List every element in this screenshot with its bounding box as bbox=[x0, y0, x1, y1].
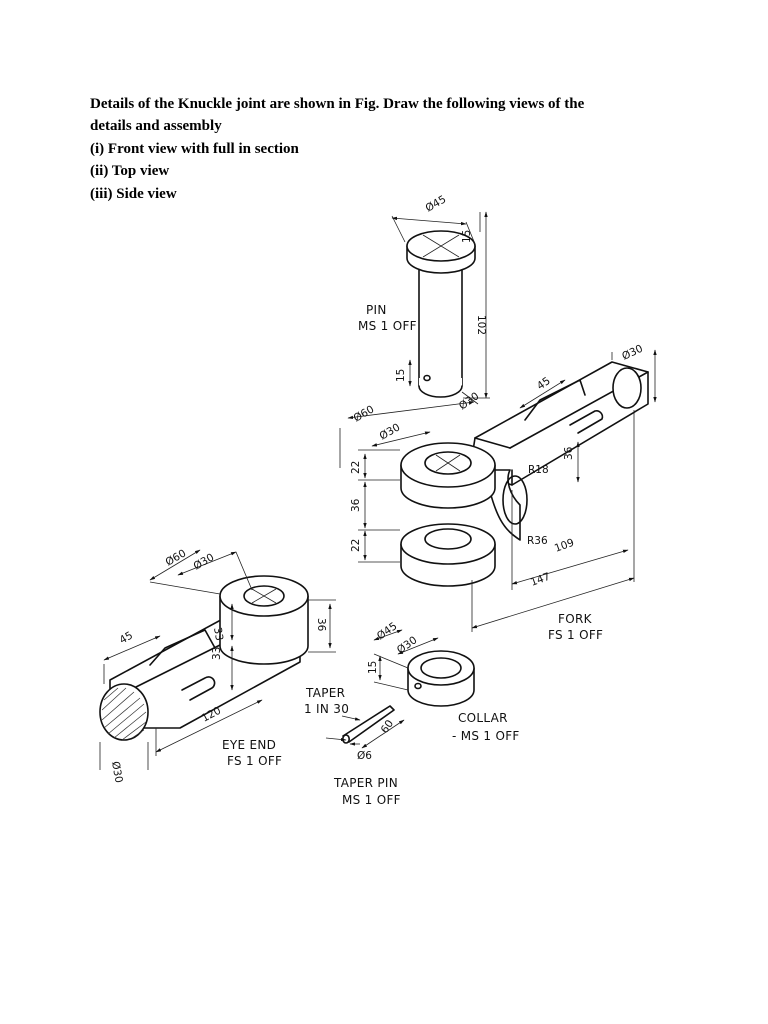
dim-fork-147: 147 bbox=[529, 571, 552, 589]
dim-eye-dia30: Ø30 bbox=[192, 551, 217, 572]
dim-fork-22-top: 22 bbox=[350, 461, 362, 474]
collar-part bbox=[373, 629, 475, 707]
instructions-item-top-view: (ii) Top view bbox=[90, 163, 170, 180]
dim-fork-r36: R36 bbox=[527, 535, 548, 547]
dim-eye-dia30-end: Ø30 bbox=[109, 760, 125, 783]
instructions-item-front-view: (i) Front view with full in section bbox=[90, 140, 299, 157]
dim-pin-head-height: 15 bbox=[461, 230, 473, 243]
pin-part bbox=[391, 211, 490, 405]
taper-pin-part bbox=[325, 705, 405, 749]
eye-end-section-hatch bbox=[101, 687, 147, 741]
dim-eye-dia60: Ø60 bbox=[164, 547, 189, 568]
dim-eye-45: 45 bbox=[118, 630, 136, 647]
dim-collar-15: 15 bbox=[367, 661, 379, 674]
label-collar: COLLAR bbox=[458, 711, 508, 725]
dim-pin-length: 102 bbox=[475, 315, 487, 335]
label-pin: PIN bbox=[366, 303, 387, 317]
dim-eye-33-bottom: 33 bbox=[211, 647, 223, 660]
dim-fork-36-gap: 36 bbox=[350, 498, 362, 512]
eye-end-part bbox=[99, 549, 336, 770]
dim-collar-dia30: Ø30 bbox=[395, 634, 420, 656]
dim-fork-36-rod: 36 bbox=[563, 446, 575, 460]
dim-fork-r18: R18 bbox=[528, 464, 549, 476]
label-collar-material: - MS 1 OFF bbox=[452, 729, 520, 743]
label-taper-ratio: 1 IN 30 bbox=[304, 702, 349, 716]
dim-fork-dia30-end: Ø30 bbox=[620, 343, 645, 363]
dim-pin-dia-shank: Ø30 bbox=[457, 390, 482, 412]
label-taper: TAPER bbox=[305, 686, 345, 700]
instructions-block: Details of the Knuckle joint are shown i… bbox=[90, 93, 690, 205]
label-fork-material: FS 1 OFF bbox=[548, 628, 603, 642]
dim-eye-33-top: 33 bbox=[211, 626, 225, 641]
label-pin-material: MS 1 OFF bbox=[358, 319, 417, 333]
dim-taper-pin-dia6: Ø6 bbox=[357, 750, 372, 762]
dim-pin-end: 15 bbox=[395, 369, 407, 382]
dim-collar-dia45: Ø45 bbox=[375, 620, 400, 642]
dim-pin-dia-head: Ø45 bbox=[424, 193, 449, 214]
label-fork: FORK bbox=[558, 612, 593, 626]
dim-fork-22-bottom: 22 bbox=[350, 539, 362, 552]
dim-fork-45: 45 bbox=[535, 375, 553, 393]
instructions-line-1: Details of the Knuckle joint are shown i… bbox=[90, 96, 585, 112]
label-taper-pin: TAPER PIN bbox=[333, 776, 398, 790]
label-eye-end: EYE END bbox=[222, 738, 276, 752]
dim-fork-dia60: Ø60 bbox=[352, 403, 377, 424]
dim-eye-36: 36 bbox=[315, 618, 327, 632]
instructions-item-side-view: (iii) Side view bbox=[90, 185, 177, 202]
dim-taper-pin-60: 60 bbox=[379, 718, 397, 736]
instructions-line-2: details and assembly bbox=[90, 118, 222, 135]
label-taper-pin-material: MS 1 OFF bbox=[342, 793, 401, 807]
fork-part bbox=[339, 349, 657, 632]
label-eye-end-material: FS 1 OFF bbox=[227, 754, 282, 768]
dim-fork-109: 109 bbox=[553, 537, 576, 555]
